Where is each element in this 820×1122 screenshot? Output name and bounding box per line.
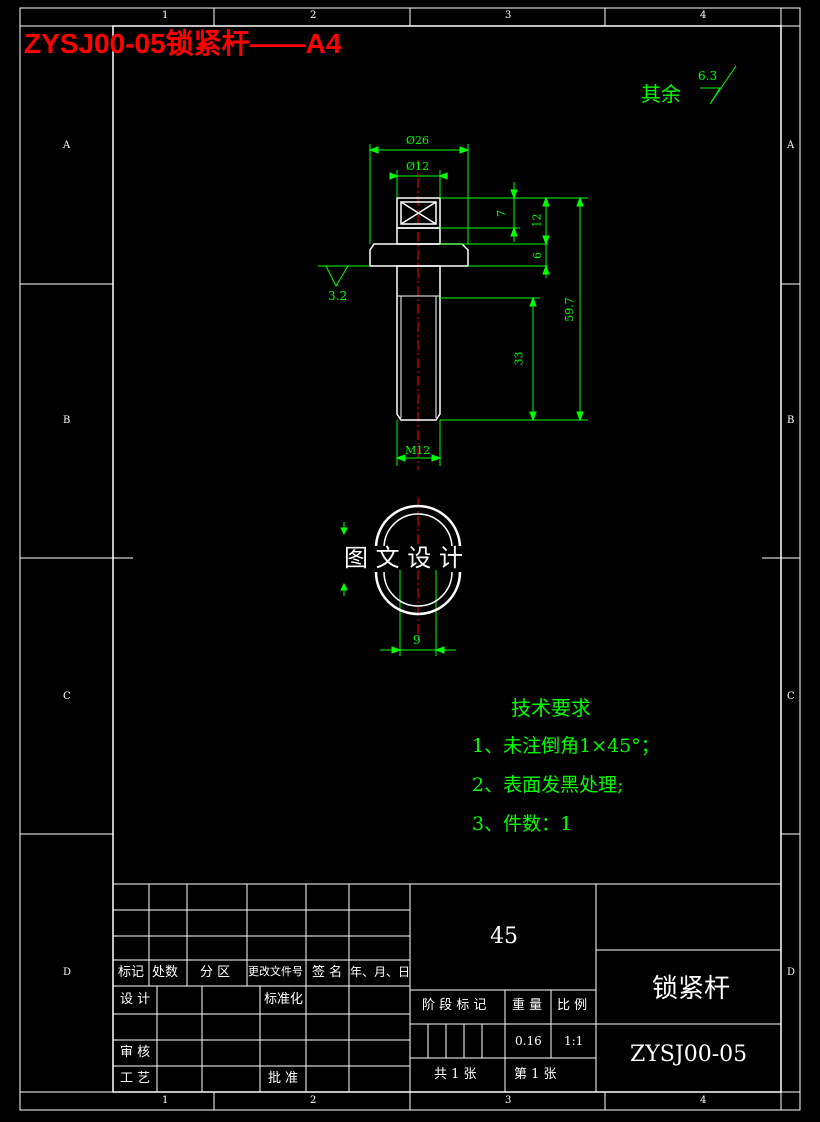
rev-header-doc-no: 更改文件号 — [248, 965, 303, 978]
rev-header-mark: 标记 — [118, 965, 145, 980]
dim-square-width: 9 — [413, 633, 421, 647]
zone-row-b-right: B — [787, 415, 795, 426]
roughness-flange-value: 3.2 — [328, 289, 348, 303]
dim-head-diameter: Ø26 — [406, 134, 430, 147]
flange — [369, 243, 469, 267]
standardization-label: 标准化 — [264, 992, 304, 1007]
tech-req-title: 技术要求 — [511, 696, 591, 720]
dim-flange-thickness: 6 — [531, 252, 544, 259]
dim-neck-diameter: Ø12 — [406, 160, 430, 173]
dim-thread-length: 33 — [512, 351, 526, 366]
zone-row-c-right: C — [787, 691, 795, 702]
stage-label: 阶 段 标 记 — [422, 998, 487, 1013]
zone-column-3-top: 3 — [505, 10, 512, 21]
material-value: 45 — [490, 924, 518, 949]
rev-header-count: 处数 — [152, 965, 179, 980]
part-outline — [369, 197, 469, 421]
zone-column-1-top: 1 — [162, 10, 169, 21]
dim-thread-size: M12 — [405, 444, 431, 457]
square-head-inner — [400, 201, 437, 225]
zone-row-c-left: C — [63, 691, 71, 702]
tech-req-item-1: 1、未注倒角1×45°； — [472, 735, 660, 757]
zone-column-2-bottom: 2 — [310, 1095, 317, 1106]
sheets-total: 共 1 张 — [434, 1067, 477, 1082]
dim-head-height: 12 — [530, 213, 544, 228]
drawing-banner-title: ZYSJ00-05锁紧杆——A4 — [24, 28, 342, 59]
roughness-other-label: 其余 — [641, 82, 681, 106]
sheet-number: 第 1 张 — [514, 1067, 557, 1082]
row-dividers — [20, 283, 800, 835]
designer-label: 设 计 — [120, 992, 151, 1007]
rev-header-date: 年、月、日 — [350, 965, 411, 979]
watermark-arc-top — [374, 504, 462, 549]
rev-header-sign: 签 名 — [312, 965, 343, 980]
weight-label: 重 量 — [512, 998, 543, 1013]
zone-row-d-right: D — [787, 967, 796, 978]
drawing-number: ZYSJ00-05 — [630, 1042, 748, 1067]
weight-value: 0.16 — [515, 1034, 542, 1048]
approval-label: 批 准 — [268, 1071, 299, 1086]
process-label: 工 艺 — [120, 1071, 151, 1086]
zone-column-1-bottom: 1 — [162, 1095, 169, 1106]
scale-label: 比 例 — [557, 998, 588, 1013]
zone-row-a-right: A — [787, 140, 795, 151]
zone-column-3-bottom: 3 — [505, 1095, 512, 1106]
square-head-cross-b — [400, 201, 437, 225]
tech-req-item-2: 2、表面发黑处理; — [472, 774, 624, 796]
zone-column-2-top: 2 — [310, 10, 317, 21]
zone-row-b-left: B — [63, 415, 71, 426]
zone-column-4-top: 4 — [700, 10, 707, 21]
scale-value: 1:1 — [564, 1034, 584, 1048]
watermark-text: 图 文 设 计 — [342, 544, 465, 572]
zone-column-4-bottom: 4 — [700, 1095, 707, 1106]
watermark-arc-bottom-inner — [383, 571, 453, 607]
threaded-shank — [396, 265, 441, 421]
watermark-arc-top-inner — [383, 513, 453, 549]
tech-req-item-3: 3、件数：1 — [472, 813, 573, 835]
dim-square-height: 7 — [495, 210, 508, 217]
zone-row-a-left: A — [63, 140, 71, 151]
title-block-grid — [113, 883, 781, 1092]
zone-row-d-left: D — [63, 967, 72, 978]
watermark-arc-bottom — [374, 571, 462, 616]
roughness-other-value: 6.3 — [698, 69, 718, 83]
column-dividers — [213, 8, 606, 1110]
reviewer-label: 审 核 — [120, 1045, 151, 1060]
dimension-lines — [318, 65, 737, 656]
watermark-logo — [374, 504, 462, 616]
part-name: 锁紧杆 — [652, 974, 731, 1004]
dim-total-length: 59.7 — [562, 297, 576, 322]
rev-header-zone: 分 区 — [200, 965, 231, 980]
